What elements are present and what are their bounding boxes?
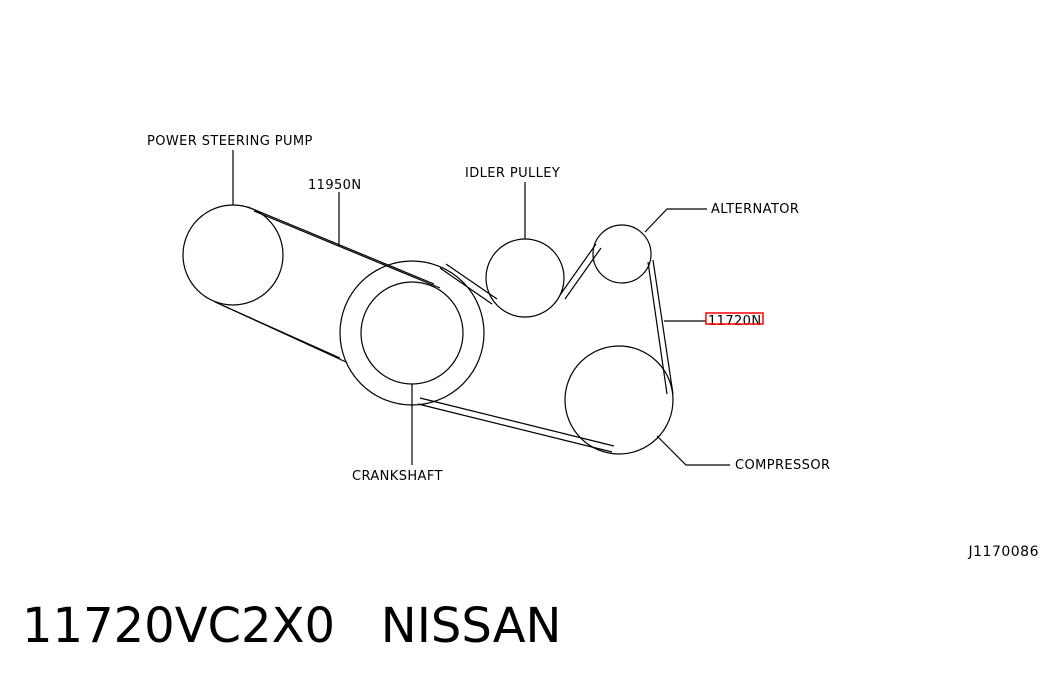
belt-11950n xyxy=(214,206,441,363)
label-crankshaft: CRANKSHAFT xyxy=(352,469,443,484)
compressor-pulley xyxy=(564,345,674,455)
part-title: 11720VC2X0 NISSAN xyxy=(22,598,561,654)
leader-alternator xyxy=(644,208,707,233)
label-alternator: ALTERNATOR xyxy=(711,202,799,217)
alternator-pulley xyxy=(592,224,652,284)
label-compressor: COMPRESSOR xyxy=(735,458,830,473)
crankshaft-pulley-inner xyxy=(360,281,464,385)
label-11720n[interactable]: 11720N xyxy=(708,314,761,329)
highlight-box-11720n xyxy=(705,312,764,325)
label-power-steering-pump: POWER STEERING PUMP xyxy=(147,134,313,149)
part-brand: NISSAN xyxy=(380,598,562,654)
drawing-id: J1170086 xyxy=(968,544,1039,560)
crankshaft-pulley-outer xyxy=(339,260,485,406)
label-11950n: 11950N xyxy=(308,178,361,193)
label-idler-pulley: IDLER PULLEY xyxy=(465,166,560,181)
idler-pulley xyxy=(485,238,565,318)
part-number: 11720VC2X0 xyxy=(22,598,336,654)
belt-11720n xyxy=(417,243,674,453)
leader-compressor xyxy=(656,435,730,466)
power-steering-pump-pulley xyxy=(182,204,284,306)
